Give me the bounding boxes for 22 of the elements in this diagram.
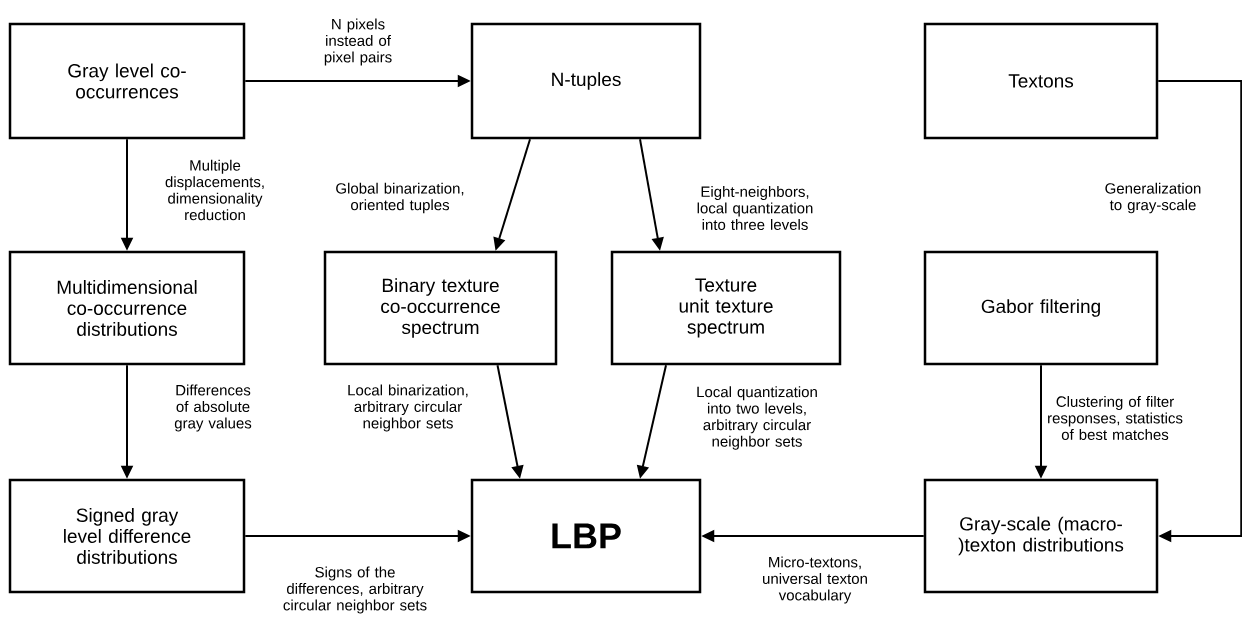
edge-label: Global binarization, oriented tuples [336,182,464,214]
process-box: Gabor filtering [923,250,1159,366]
edge-label: Signs of the differences, arbitrary circular neighbor sets [283,566,427,614]
edge-label: Local binarization, arbitrary circular neighbor sets [348,384,468,432]
process-box: Signed gray level difference distributions [8,478,246,594]
process-box: Gray level co-occurrences [8,22,246,140]
edge-label: Clustering of filter responses, statistics of best matches [1048,396,1183,440]
process-box: Texture unit texture spectrum [610,250,842,366]
arrow [1157,80,1242,543]
process-box: Gray-scale (macro-)texton distributions [923,478,1159,594]
process-box: N-tuples [470,22,702,140]
edge-label: Micro-textons, universal texton vocabulary [763,556,867,604]
process-box: LBP [470,478,702,594]
process-box: Textons [923,22,1159,140]
process-box: Multidimensional co-occurrence distributions [8,250,246,366]
edge-label: Local quantization into two levels, arbitrary circular neighbor sets [697,386,817,450]
edge-label: Eight-neighbors, local quantization into three levels [697,186,813,230]
edge-label: Generalization to gray-scale [1105,182,1201,214]
edge-label: N pixels instead of pixel pairs [324,18,392,66]
edge-label: Multiple displacements, dimensionality reduction [165,159,264,221]
edge-label: Differences of absolute gray values [174,384,252,432]
process-box: Binary texture co-occurrence spectrum [323,250,558,366]
